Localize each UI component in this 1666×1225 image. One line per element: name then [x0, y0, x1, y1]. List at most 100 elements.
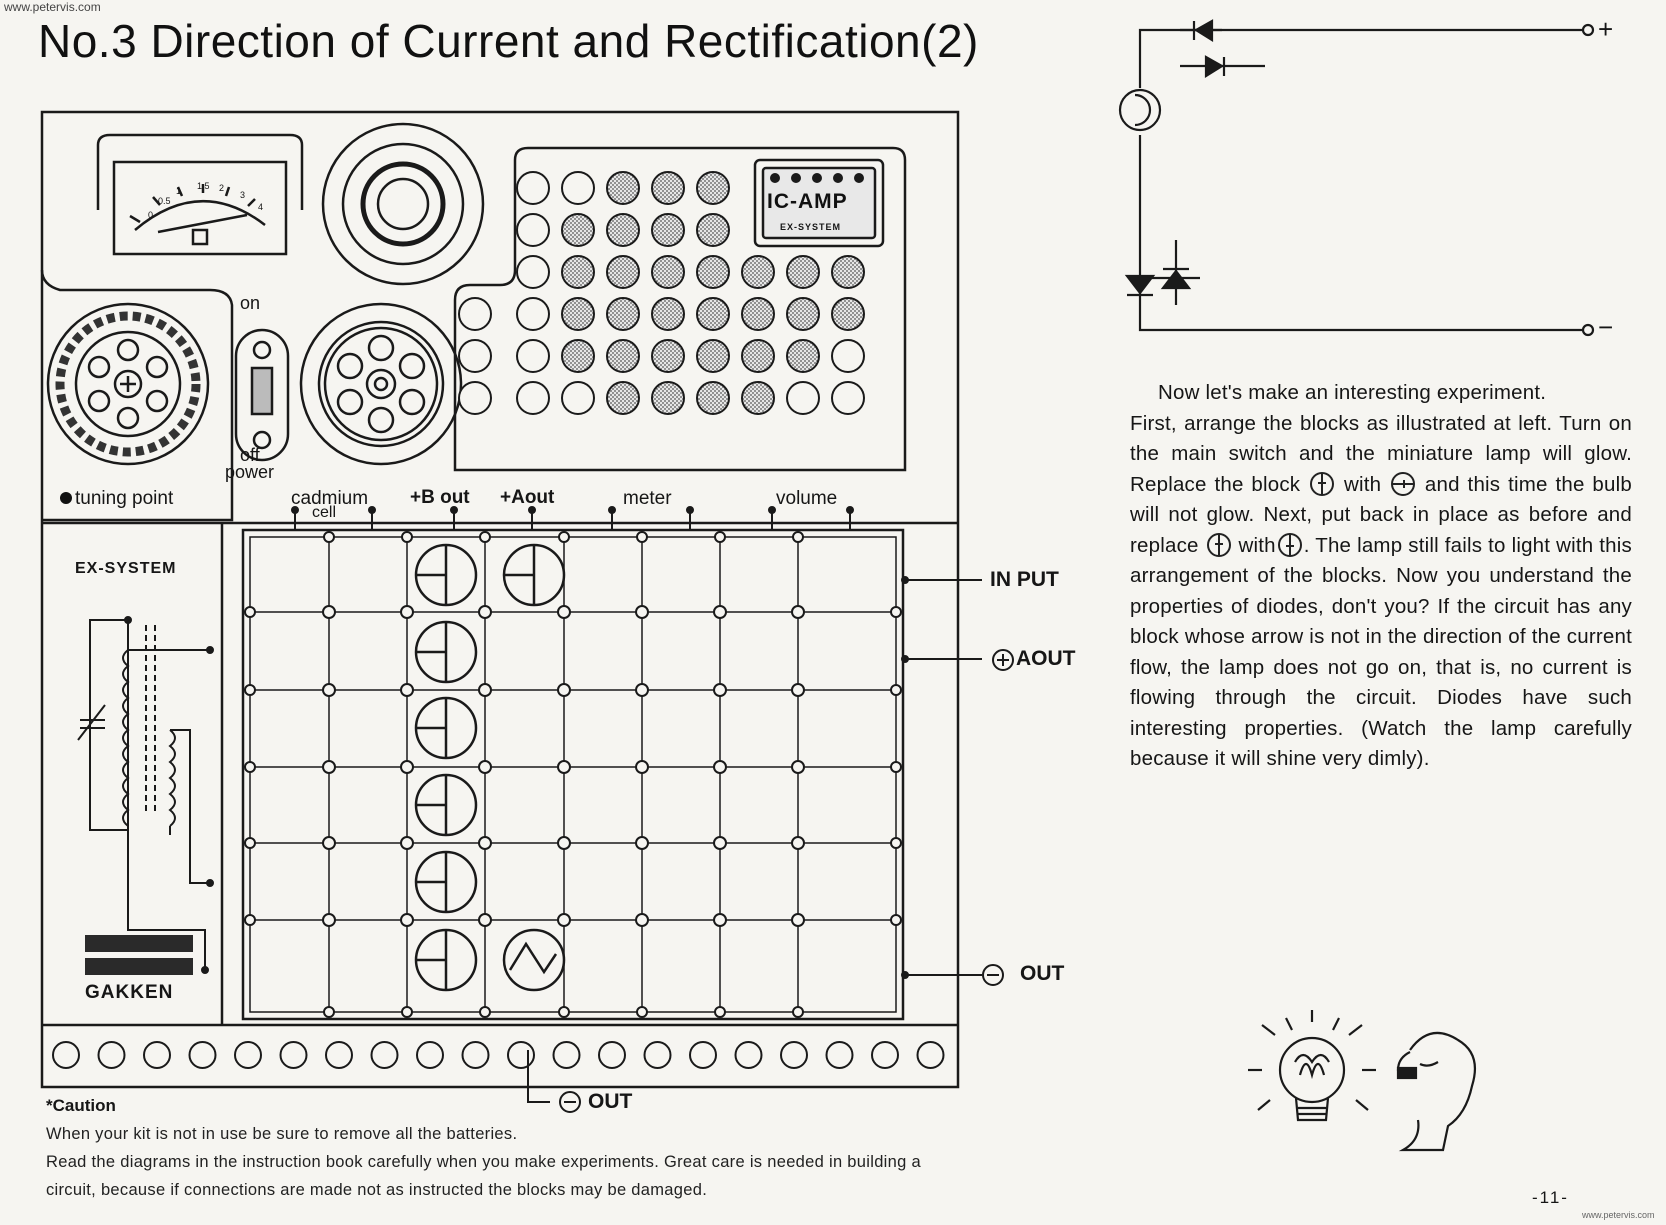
rail-connector — [325, 1041, 353, 1069]
connector-hole — [561, 171, 595, 205]
connector-hole — [651, 297, 685, 331]
rail-connector — [279, 1041, 308, 1069]
site-watermark: www.petervis.com — [4, 0, 101, 14]
grid-node — [557, 760, 571, 774]
grid-node — [713, 760, 727, 774]
connector-hole — [458, 381, 492, 415]
rail-connector — [825, 1041, 854, 1069]
terminal-pin-dot — [528, 506, 536, 514]
grid-node — [479, 531, 491, 543]
connector-hole — [561, 255, 595, 289]
circuit-schematic — [1118, 19, 1595, 337]
connector-hole — [458, 339, 492, 373]
terminal-cell: cell — [312, 504, 337, 521]
grid-node — [400, 760, 414, 774]
connector-hole — [561, 213, 595, 247]
connector-hole — [831, 255, 865, 289]
caution-heading: *Caution — [46, 1096, 116, 1115]
power-switch — [234, 328, 290, 462]
breadboard — [241, 528, 905, 1021]
diode-block-icon-2 — [1206, 532, 1231, 557]
tuning-point-text: tuning point — [75, 488, 174, 509]
grid-node — [714, 531, 726, 543]
instruction-with-2: with — [1238, 533, 1276, 557]
grid-node — [635, 605, 649, 619]
grid-node — [478, 683, 492, 697]
terminal-pin-dot — [450, 506, 458, 514]
connector-hole — [786, 339, 820, 373]
instruction-step-3: . The lamp still fails to light with thi… — [1130, 533, 1632, 771]
terminal-cadmium: cadmium — [291, 488, 369, 509]
grid-node — [557, 605, 571, 619]
grid-node — [244, 837, 256, 849]
tuning-point-label: tuning point — [60, 488, 173, 510]
connector-hole — [786, 381, 820, 415]
reversed-diode-block-icon — [1391, 471, 1416, 496]
meter-scale-tick: 0 — [148, 210, 154, 220]
grid-node — [401, 531, 413, 543]
rail-connector — [97, 1041, 126, 1069]
ic-pin — [812, 173, 822, 183]
instruction-step-2: and this time the bulb will not glow. Ne… — [1130, 472, 1632, 557]
caution-text: When your kit is not in use be sure to r… — [46, 1120, 966, 1204]
grid-node — [557, 836, 571, 850]
connector-hole — [606, 213, 640, 247]
grid-node — [244, 761, 256, 773]
tuning-point-dot — [60, 492, 72, 504]
block-symbol — [508, 941, 558, 975]
grid-node — [890, 684, 902, 696]
meter-scale-tick: 1 — [176, 186, 182, 196]
connector-hole — [651, 339, 685, 373]
grid-node — [890, 761, 902, 773]
grid-node — [322, 605, 336, 619]
caution-line-2: Read the diagrams in the instruction boo… — [46, 1153, 921, 1199]
ex-system-label: EX-SYSTEM — [75, 560, 177, 577]
grid-node — [322, 836, 336, 850]
connector-hole — [831, 339, 865, 373]
grid-node — [558, 531, 570, 543]
connector-hole — [561, 381, 595, 415]
site-watermark-bottom: www.petervis.com — [1582, 1210, 1655, 1220]
connector-hole — [516, 213, 550, 247]
ic-pin — [770, 173, 780, 183]
terminal-pin-dot — [686, 506, 694, 514]
grid-node — [792, 531, 804, 543]
connector-hole — [696, 213, 730, 247]
instruction-text: Now let's make an interesting experiment… — [1130, 378, 1632, 775]
connector-hole — [458, 297, 492, 331]
out-label: OUT — [1020, 962, 1065, 985]
grid-node — [400, 683, 414, 697]
terminal-b-out: +B out — [410, 487, 470, 508]
grid-node — [791, 836, 805, 850]
instruction-step-1: First, arrange the blocks as illustrated… — [1130, 411, 1632, 496]
grid-node — [478, 605, 492, 619]
rail-connector — [52, 1041, 80, 1069]
coil-schematic — [77, 616, 214, 974]
connector-hole — [561, 339, 595, 373]
ic-pin — [791, 173, 801, 183]
inverted-diode-block-icon — [1277, 532, 1302, 557]
logo-bar-2 — [85, 958, 193, 975]
grid-node — [791, 683, 805, 697]
connector-hole — [696, 381, 730, 415]
meter-scale-tick: 0.5 — [158, 196, 171, 206]
grid-node — [792, 1006, 804, 1018]
connector-hole — [651, 381, 685, 415]
grid-node — [636, 531, 648, 543]
logo-bar-1 — [85, 935, 193, 952]
connector-holes — [458, 171, 865, 415]
terminal-meter: meter — [623, 488, 672, 509]
brand-label: GAKKEN — [85, 982, 174, 1003]
switch-off-label: off — [240, 445, 260, 465]
connector-hole — [516, 255, 550, 289]
caution-line-1: When your kit is not in use be sure to r… — [46, 1125, 518, 1143]
connector-hole — [696, 255, 730, 289]
rail-connector — [234, 1041, 262, 1069]
grid-node — [401, 1006, 413, 1018]
terminal-pin-dot — [368, 506, 376, 514]
grid-node — [791, 760, 805, 774]
connector-hole — [651, 213, 685, 247]
meter-scale-tick: 3 — [240, 190, 246, 200]
instruction-body: First, arrange the blocks as illustrated… — [1130, 409, 1632, 775]
connector-hole — [831, 381, 865, 415]
